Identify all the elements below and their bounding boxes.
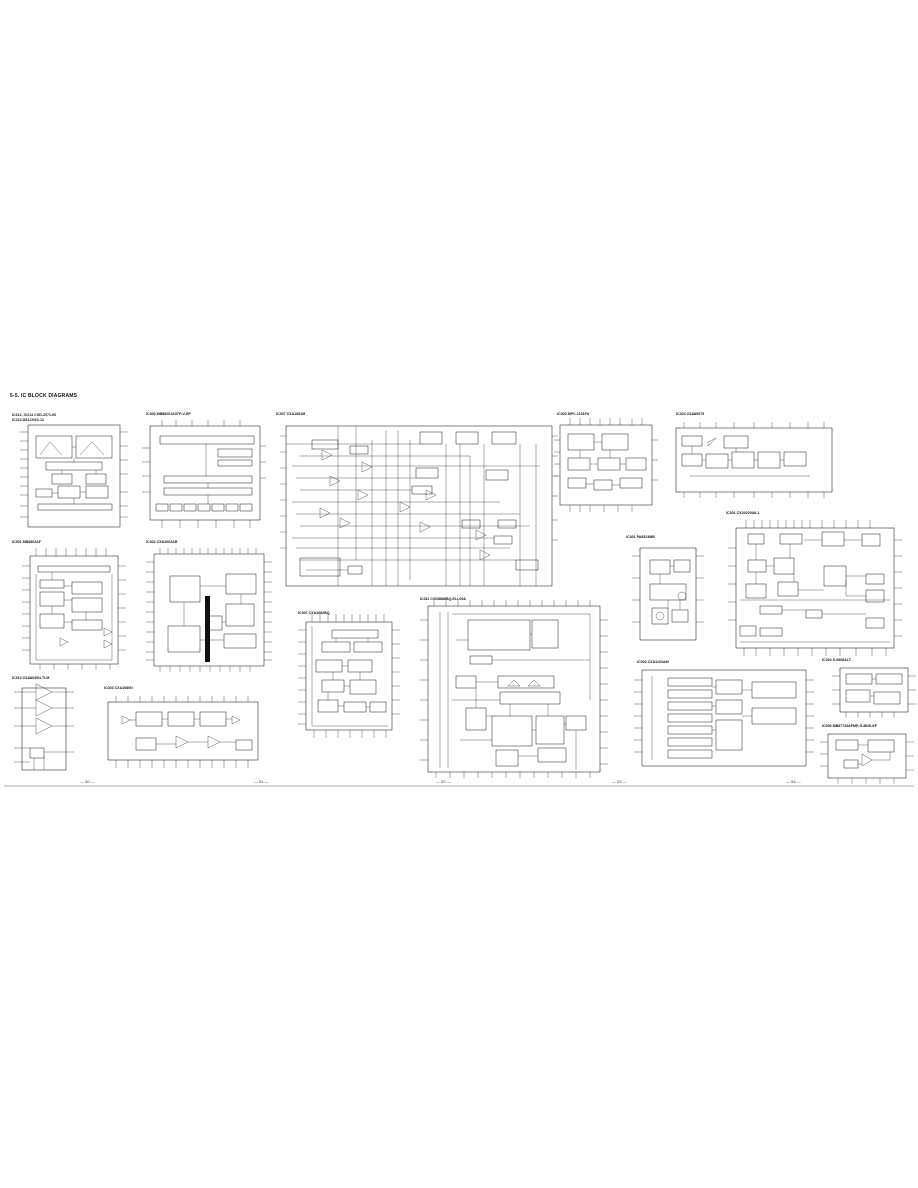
ic-label-ic306: IC306 MB87743AFMP-G-BNS-EF [822,724,877,728]
ic-label-ic304-csa: IC304 CSA80075 [676,412,705,416]
ic-label-ic311: IC311 CXD8888BQ-ELL09A [420,597,466,601]
ic-label-ic301-cx: IC301 CX20220U8-1 [726,511,760,515]
ic-label-ic501: IC501 MB3802AF [12,540,41,544]
block-ic301-cx [728,520,902,656]
ic-label-ic307-cxa1081: IC307 CXA1081M [276,412,306,416]
ic-label-ic213: IC213 DS12XXS-12 [12,418,44,422]
block-ic306 [820,733,914,784]
ic-label-ic301-pa: IC301 PA8323MB [626,535,655,539]
page-number-54: — 54 — [786,779,801,784]
ic-label-ic310: IC310 CSA8030N-TLM [12,676,50,680]
page-number-50: — 50 — [80,779,95,784]
block-ic304-csa [675,422,833,498]
block-ic307-cxa1082 [298,614,400,738]
block-ic300-mb [142,420,266,528]
block-ic301-pa [632,547,704,641]
block-ic310 [14,683,74,771]
ic-label-ic302-cxd: IC302 CXD2002AR [146,540,178,544]
block-ic300-mpc [554,418,658,512]
block-ic304-s0808 [832,667,916,718]
block-ic303 [107,696,259,768]
ic-label-ic302-cxa1103: IC302 CXA1103AM [637,660,669,664]
ic-label-ic303: IC303 CXA1080N [104,686,133,690]
section-title: 5-5. IC BLOCK DIAGRAMS [10,393,78,399]
block-ic212 [20,424,128,528]
page-number-53: — 53 — [612,779,627,784]
ic-label-ic307-cxa1082: IC307 CXA1082BQ [298,611,330,615]
block-ic302-cxd [146,548,272,672]
page-number-51: — 51 — [254,779,269,784]
ic-label-ic300-mpc: IC300 MPC-1101FU [557,412,590,416]
ic-label-ic300-mb: IC300 MB88201A3TP-V-EP [146,412,191,416]
block-ic302-cxa1103 [634,669,814,767]
page-number-52: — 52 — [436,779,451,784]
block-ic307-cxa1081 [280,425,558,587]
ic-label-ic304-s0808: IC304 S-0808ALT [822,658,851,662]
block-ic501 [22,548,126,670]
ic-label-ic212: IC212, IC214 CXD-2071-00 [12,413,57,417]
block-ic311 [420,600,608,778]
